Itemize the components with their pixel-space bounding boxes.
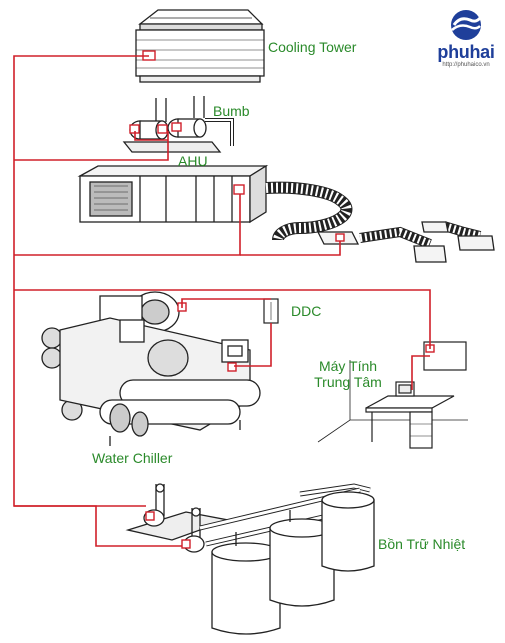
- central-computer-illustration: [317, 341, 468, 449]
- cooling-tower-label: Cooling Tower: [268, 39, 357, 55]
- ddc-label: DDC: [291, 303, 322, 319]
- central-computer-label-line1: Máy Tính: [318, 358, 378, 374]
- ahu-label: AHU: [178, 153, 208, 169]
- bumb-label: Bumb: [213, 103, 250, 119]
- thermal-storage-illustration: [125, 483, 375, 635]
- ddc-controller-box: [263, 298, 279, 324]
- phuhai-wave-logo-icon: [451, 10, 482, 40]
- ahu-illustration: [77, 164, 495, 263]
- pump-illustration: [122, 96, 234, 153]
- phuhai-logo: phuhai http://phuhaico.vn: [430, 8, 502, 70]
- thermal-storage-tank-label: Bồn Trữ Nhiệt: [378, 536, 466, 552]
- brand-name: phuhai: [437, 42, 495, 62]
- brand-url: http://phuhaico.vn: [442, 62, 490, 68]
- water-chiller-label: Water Chiller: [92, 450, 173, 466]
- control-wiring: [13, 55, 431, 547]
- water-chiller-illustration: [41, 291, 261, 446]
- central-computer-label: Máy Tính Trung Tâm: [302, 358, 394, 390]
- central-computer-label-line2: Trung Tâm: [314, 374, 382, 390]
- cooling-tower-illustration: [135, 9, 265, 83]
